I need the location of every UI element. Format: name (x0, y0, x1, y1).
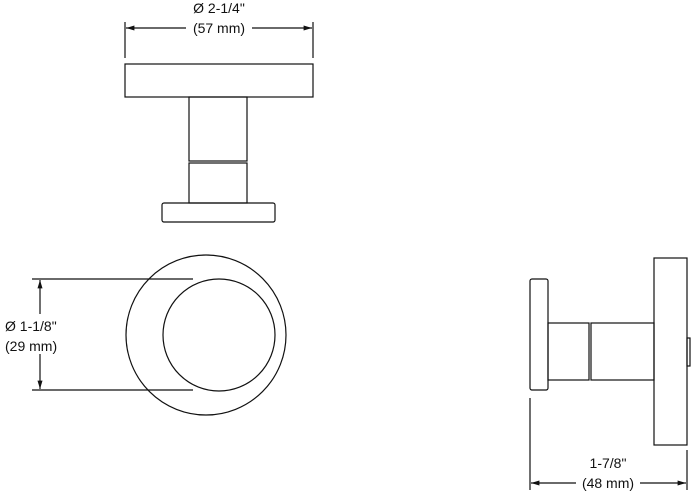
side-view (529, 257, 691, 490)
front-diameter-inches: Ø 1-1/8" (5, 318, 57, 334)
top-view (124, 22, 314, 223)
hook-stem-outer (547, 322, 590, 381)
set-screw (686, 337, 691, 367)
hook-stem-lower (188, 162, 248, 204)
hook-stem-upper (188, 96, 248, 162)
wall-plate (653, 257, 688, 446)
outer-plate-circle (125, 254, 287, 416)
hook-cap (161, 202, 276, 223)
top-diameter-inches: Ø 2-1/4" (193, 0, 245, 16)
side-projection-inches: 1-7/8" (590, 455, 627, 471)
inner-cap-circle (162, 278, 276, 392)
hook-stem-inner (590, 322, 655, 381)
front-diameter-mm: (29 mm) (5, 338, 57, 354)
top-diameter-mm: (57 mm) (193, 20, 245, 36)
front-view (32, 254, 287, 416)
cover-plate (124, 63, 314, 98)
hook-cap (529, 278, 549, 391)
side-projection-mm: (48 mm) (582, 475, 634, 491)
